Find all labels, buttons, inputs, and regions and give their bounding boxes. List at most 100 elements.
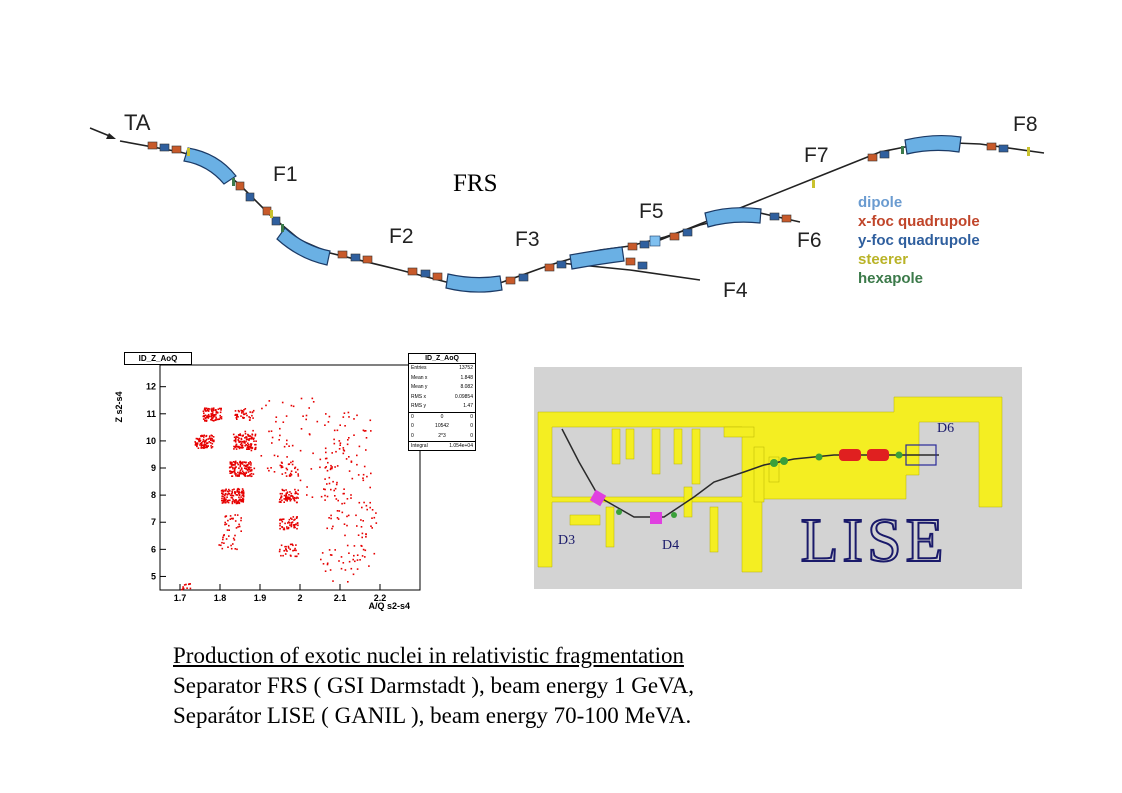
histogram-dot bbox=[365, 533, 367, 535]
histogram-dot bbox=[231, 491, 234, 494]
histogram-dot bbox=[254, 433, 257, 436]
histogram-dot bbox=[244, 437, 246, 439]
histogram-dot bbox=[228, 535, 230, 537]
histogram-dot bbox=[242, 413, 245, 415]
histogram-dot bbox=[285, 443, 288, 445]
histogram-dot bbox=[200, 445, 203, 447]
histogram-dot bbox=[249, 461, 251, 463]
stat-grid-cell: 0 bbox=[411, 432, 414, 439]
histogram-dot bbox=[333, 429, 336, 432]
histogram-dot bbox=[251, 447, 253, 450]
histogram-dot bbox=[208, 437, 211, 439]
histogram-dot bbox=[240, 519, 242, 522]
histogram-dot bbox=[189, 587, 192, 590]
histogram-dot bbox=[285, 489, 287, 491]
histogram-dot bbox=[295, 471, 297, 473]
histogram-dot bbox=[182, 586, 184, 588]
histogram-dot bbox=[199, 442, 202, 445]
histogram-dot bbox=[237, 487, 239, 490]
y-tick-label: 10 bbox=[146, 436, 156, 446]
histogram-dot bbox=[237, 471, 239, 474]
histogram-dot bbox=[338, 440, 341, 442]
histogram-dot bbox=[295, 517, 298, 519]
histogram-dot bbox=[243, 409, 245, 411]
histogram-dot bbox=[248, 468, 251, 471]
histogram-dot bbox=[247, 469, 249, 471]
histogram-dot bbox=[230, 472, 232, 474]
histogram-dot bbox=[247, 438, 249, 441]
stat-key: RMS x bbox=[411, 393, 426, 400]
histogram-dot bbox=[310, 468, 313, 470]
histogram-dot bbox=[249, 470, 251, 472]
histogram-dot bbox=[329, 468, 332, 471]
histogram-dot bbox=[225, 488, 227, 491]
histogram-dot bbox=[245, 438, 248, 441]
histogram-dot bbox=[338, 510, 341, 512]
histogram-dot bbox=[240, 472, 242, 475]
histogram-dot bbox=[351, 477, 354, 480]
histogram-dot bbox=[239, 463, 242, 465]
histogram-dot bbox=[283, 445, 286, 448]
histogram-dot bbox=[216, 412, 218, 414]
histogram-dot bbox=[339, 442, 342, 444]
x-tick-label: 2 bbox=[297, 593, 302, 603]
histogram-dot bbox=[224, 521, 226, 524]
histogram-dot bbox=[286, 468, 289, 471]
histogram-dot bbox=[342, 416, 345, 418]
label-ta: TA bbox=[124, 110, 151, 135]
histogram-dot bbox=[352, 558, 354, 561]
histogram-dot bbox=[281, 401, 284, 404]
histogram-dot bbox=[236, 416, 239, 418]
histogram-dot bbox=[348, 437, 350, 439]
histogram-dot bbox=[244, 464, 246, 467]
histogram-dot bbox=[365, 504, 368, 507]
histogram-dot bbox=[212, 439, 214, 441]
histogram-dot bbox=[247, 475, 250, 477]
caption: Production of exotic nuclei in relativis… bbox=[173, 641, 694, 731]
histogram-dot bbox=[247, 448, 250, 450]
histogram-dot bbox=[235, 448, 238, 450]
histogram-dot bbox=[235, 474, 237, 477]
histogram-dot bbox=[281, 526, 284, 529]
histogram-dot bbox=[268, 469, 270, 472]
histogram-dot bbox=[364, 549, 367, 552]
histogram-dot bbox=[240, 500, 243, 503]
histogram-dot bbox=[247, 435, 250, 437]
stat-value: 1.848 bbox=[460, 374, 473, 381]
histogram-dot bbox=[244, 444, 246, 447]
histogram-dot bbox=[283, 527, 285, 529]
histogram-dot bbox=[224, 494, 226, 497]
histogram-dot bbox=[249, 446, 251, 448]
histogram-dot bbox=[284, 545, 286, 548]
histogram-dot bbox=[222, 493, 224, 496]
histogram-dot bbox=[290, 525, 293, 528]
histogram-dot bbox=[194, 441, 196, 443]
histogram-dot bbox=[221, 497, 223, 500]
histogram-dot bbox=[364, 556, 366, 558]
histogram-dot bbox=[208, 408, 211, 410]
histogram-dot bbox=[342, 447, 345, 449]
histogram-dot bbox=[253, 440, 255, 442]
histogram-dot bbox=[215, 413, 217, 416]
histogram-dot bbox=[207, 407, 210, 410]
histogram-dot bbox=[205, 445, 208, 448]
histogram-dot bbox=[328, 482, 331, 485]
histogram-dot bbox=[211, 419, 214, 422]
legend-steerer: steerer bbox=[858, 251, 909, 268]
histogram-dot bbox=[228, 488, 230, 491]
histogram-dot bbox=[240, 462, 243, 465]
histogram-dot bbox=[242, 497, 244, 500]
histogram-dot bbox=[353, 545, 356, 547]
histogram-dot bbox=[362, 520, 364, 522]
histogram-dot bbox=[289, 524, 291, 526]
dipole-6 bbox=[904, 134, 962, 155]
histogram-dot bbox=[280, 466, 283, 468]
histogram-dot bbox=[227, 546, 229, 548]
histogram-dot bbox=[225, 523, 228, 525]
histogram-dot bbox=[289, 548, 291, 551]
histogram-dot bbox=[244, 442, 246, 444]
histogram-dot bbox=[342, 449, 345, 451]
histogram-dot bbox=[241, 468, 243, 470]
